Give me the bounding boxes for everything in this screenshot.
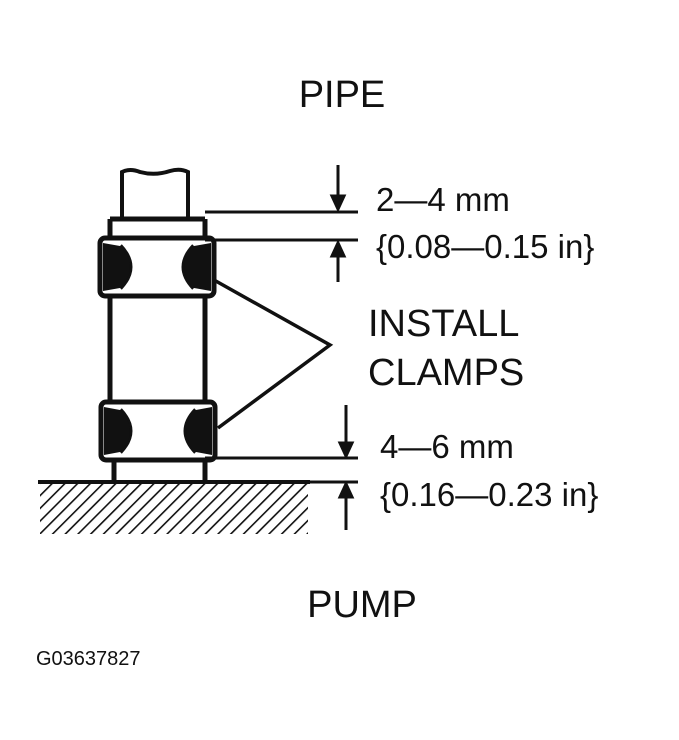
lower-dim-mm-label: 4—6 mm [380,428,514,465]
pump-label: PUMP [307,584,417,626]
pipe [120,167,190,219]
callout-leader [213,278,334,430]
figure-id: G03637827 [36,648,141,670]
pump-surface [38,480,310,534]
lower-dim-in-label: {0.16—0.23 in} [380,476,598,513]
lower-dimension [205,405,358,530]
hose-base [111,460,208,480]
install-label: INSTALL [368,303,519,345]
pipe-label: PIPE [299,74,386,116]
upper-dim-mm-label: 2—4 mm [376,181,510,218]
upper-clamp [97,235,217,299]
lower-clamp [98,399,218,463]
upper-dim-in-label: {0.08—0.15 in} [376,228,594,265]
upper-dimension [205,165,358,282]
clamps-label: CLAMPS [368,352,524,394]
